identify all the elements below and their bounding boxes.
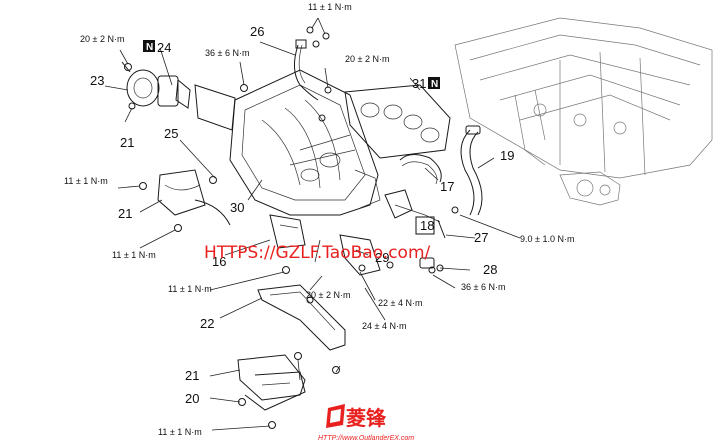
callout-17: 17 xyxy=(440,179,454,194)
torque-36-mid: 36 ± 6 N·m xyxy=(461,282,505,292)
manifold-stay-22 xyxy=(257,284,346,351)
manifold-gasket-31 xyxy=(344,84,451,159)
torque-11-mid: 11 ± 1 N·m xyxy=(168,284,212,294)
torque-24-mid: 24 ± 4 N·m xyxy=(362,321,406,331)
torque-11-bottom: 11 ± 1 N·m xyxy=(158,427,202,437)
callout-28: 28 xyxy=(483,262,497,277)
torque-20-top-left: 20 ± 2 N·m xyxy=(80,34,124,44)
callout-18-box xyxy=(415,216,435,235)
callout-21-bottom: 21 xyxy=(185,368,199,383)
valve-assembly-18 xyxy=(384,189,446,239)
intake-manifold-30 xyxy=(229,69,381,216)
throttle-body-23 xyxy=(121,61,179,107)
callout-20: 20 xyxy=(185,391,199,406)
watermark-url: HTTPS://GZLF.TaoBao.com/ xyxy=(204,243,431,263)
callout-16: 16 xyxy=(212,254,226,269)
callout-29: 29 xyxy=(375,250,389,265)
n-badge-left: N xyxy=(143,40,155,53)
engine-block-drawing xyxy=(454,17,713,206)
callout-27: 27 xyxy=(474,230,488,245)
callout-31: 31 xyxy=(412,76,426,91)
throttle-gasket-flange xyxy=(194,84,236,131)
torque-22-mid: 22 ± 4 N·m xyxy=(378,298,422,308)
bolt-set xyxy=(124,26,459,429)
callout-26: 26 xyxy=(250,24,264,39)
watermark-logo: 菱锋 HTTP://www.OutlanderEX.com xyxy=(318,404,414,442)
hose-17 xyxy=(399,154,442,185)
callout-22: 22 xyxy=(200,316,214,331)
torque-11-left-a: 11 ± 1 N·m xyxy=(64,176,108,186)
callout-23: 23 xyxy=(90,73,104,88)
watermark-logo-text: 菱锋 xyxy=(346,406,387,430)
torque-labels: 20 ± 2 N·m 36 ± 6 N·m 11 ± 1 N·m 20 ± 2 … xyxy=(64,2,574,437)
callout-30: 30 xyxy=(230,200,244,215)
torque-11-left-b: 11 ± 1 N·m xyxy=(112,250,156,260)
callout-21-top: 21 xyxy=(120,135,134,150)
callout-labels: 24 23 21 25 26 31 19 17 18 27 28 29 30 2… xyxy=(90,24,514,406)
torque-36-top: 36 ± 6 N·m xyxy=(205,48,249,58)
sensor-16 xyxy=(269,214,306,249)
bracket-29 xyxy=(339,234,381,276)
torque-20-top-mid: 20 ± 2 N·m xyxy=(345,54,389,64)
bracket-21-left xyxy=(157,169,231,226)
gasket-24 xyxy=(175,79,191,109)
vacuum-hose-26 xyxy=(294,39,319,101)
callout-19: 19 xyxy=(500,148,514,163)
callout-18: 18 xyxy=(420,218,434,233)
torque-11-top: 11 ± 1 N·m xyxy=(308,2,352,12)
n-badge-right: N xyxy=(428,77,440,90)
callout-21-mid: 21 xyxy=(118,206,132,221)
svg-text:N: N xyxy=(146,42,153,53)
callout-25: 25 xyxy=(164,126,178,141)
watermark-site: HTTP://www.OutlanderEX.com xyxy=(318,435,414,442)
torque-20-mid: 20 ± 2 N·m xyxy=(306,290,350,300)
callout-24: 24 xyxy=(157,40,171,55)
hose-19 xyxy=(460,125,483,216)
svg-text:N: N xyxy=(431,79,438,90)
leader-lines xyxy=(104,17,521,431)
torque-9: 9.0 ± 1.0 N·m xyxy=(520,234,574,244)
bracket-20 xyxy=(237,354,306,411)
